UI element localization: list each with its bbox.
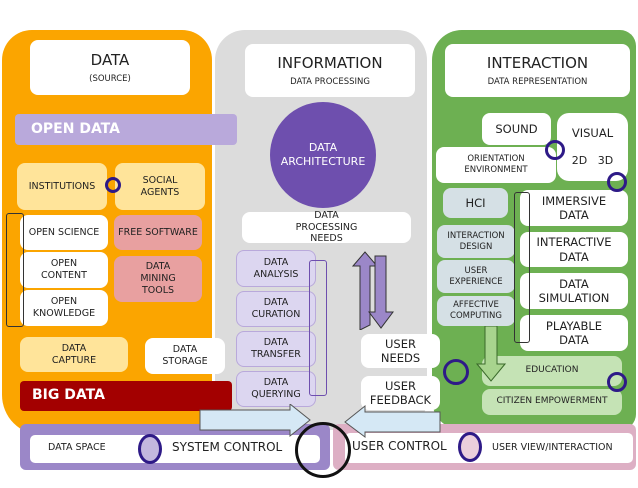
system-control: SYSTEM CONTROL	[172, 440, 283, 454]
data-space: DATA SPACE	[48, 442, 106, 453]
step-data-querying: DATA QUERYING	[236, 371, 316, 407]
flow-arrows	[199, 404, 441, 438]
interaction-design: INTERACTION DESIGN	[437, 225, 515, 258]
data-capture: DATA CAPTURE	[20, 337, 128, 372]
visual: VISUAL 2D 3D	[557, 113, 628, 181]
open-knowledge: OPEN KNOWLEDGE	[20, 290, 108, 326]
hci: HCI	[443, 188, 508, 218]
interactive-data: INTERACTIVE DATA	[520, 232, 628, 267]
link-ring	[607, 372, 627, 392]
link-ring	[105, 177, 121, 193]
step-data-analysis: DATA ANALYSIS	[236, 250, 316, 287]
data-subtitle: (SOURCE)	[89, 73, 131, 84]
link-ring	[443, 359, 469, 385]
open-science: OPEN SCIENCE	[20, 215, 108, 250]
open-data-bar: OPEN DATA	[15, 114, 237, 145]
link-ring	[607, 172, 627, 192]
down-arrow-green	[476, 326, 506, 382]
user-experience: USER EXPERIENCE	[437, 260, 515, 293]
left-arrow	[344, 404, 441, 438]
interaction-subtitle: DATA REPRESENTATION	[487, 76, 588, 87]
visual-label: VISUAL	[571, 125, 614, 140]
visual-2d: 2D	[571, 154, 588, 168]
user-feedback: USER FEEDBACK	[361, 376, 440, 410]
information-header: INFORMATION DATA PROCESSING	[245, 44, 415, 97]
user-view-interaction: USER VIEW/INTERACTION	[492, 442, 613, 453]
free-software: FREE SOFTWARE	[114, 215, 202, 250]
data-types-bracket	[514, 192, 530, 343]
user-control: USER CONTROL	[352, 439, 447, 453]
step-data-curation: DATA CURATION	[236, 291, 316, 327]
social-agents: SOCIAL AGENTS	[115, 163, 205, 210]
data-title: DATA	[90, 50, 130, 69]
data-architecture: DATA ARCHITECTURE	[270, 102, 376, 208]
right-arrow	[199, 404, 311, 438]
data-header: DATA (SOURCE)	[30, 40, 190, 95]
up-arrow	[352, 251, 379, 330]
link-ring	[545, 140, 565, 160]
big-data-bar: BIG DATA	[20, 381, 232, 411]
system-control-inner	[30, 435, 320, 463]
information-subtitle: DATA PROCESSING	[290, 76, 370, 87]
affective-computing: AFFECTIVE COMPUTING	[437, 296, 515, 326]
control-junction-ring	[295, 422, 351, 478]
immersive-data: IMMERSIVE DATA	[520, 190, 628, 226]
link-ring	[138, 434, 162, 464]
up-down-arrows	[352, 251, 394, 330]
information-title: INFORMATION	[277, 53, 383, 72]
down-arrow	[368, 255, 394, 329]
visual-dimensions: 2D 3D	[572, 154, 613, 168]
data-processing-needs: DATA PROCESSING NEEDS	[242, 210, 411, 244]
data-mining-tools: DATA MINING TOOLS	[114, 256, 202, 302]
step-data-transfer: DATA TRANSFER	[236, 331, 316, 367]
interaction-header: INTERACTION DATA REPRESENTATION	[445, 44, 630, 97]
link-ring	[458, 432, 482, 462]
user-needs: USER NEEDS	[361, 334, 440, 368]
institutions: INSTITUTIONS	[17, 163, 107, 210]
education: EDUCATION	[482, 356, 622, 386]
user-control-inner	[345, 433, 633, 463]
steps-bracket	[309, 260, 327, 396]
playable-data: PLAYABLE DATA	[520, 315, 628, 351]
sound: SOUND	[482, 113, 551, 145]
citizen-empowerment: CITIZEN EMPOWERMENT	[482, 389, 622, 415]
data-simulation: DATA SIMULATION	[520, 273, 628, 309]
interaction-title: INTERACTION	[486, 53, 589, 72]
orientation-environment: ORIENTATION ENVIRONMENT	[436, 147, 556, 183]
open-content: OPEN CONTENT	[20, 252, 108, 288]
open-bracket	[6, 213, 24, 327]
visual-3d: 3D	[597, 154, 614, 168]
data-storage: DATA STORAGE	[145, 338, 225, 374]
